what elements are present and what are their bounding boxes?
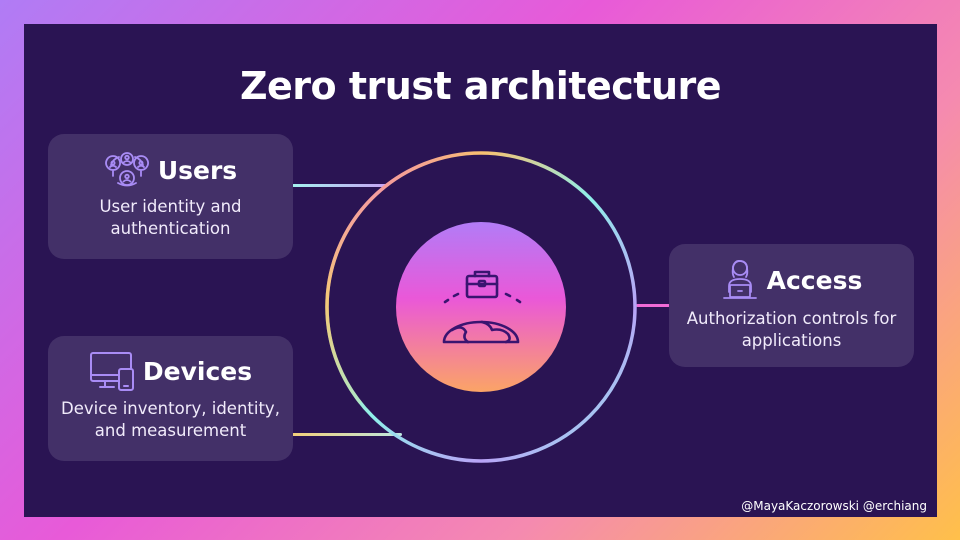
person-laptop-icon — [721, 258, 759, 302]
diagram-graphic — [292, 151, 670, 463]
briefcase-globe-icon — [442, 270, 522, 344]
access-card-description: Authorization controls for applications — [686, 309, 897, 350]
devices-card-description: Device inventory, identity, and measurem… — [61, 399, 280, 440]
devices-card-header: Devices — [48, 350, 293, 392]
access-card-title: Access — [766, 265, 863, 295]
slide: Zero trust architecture — [24, 24, 937, 517]
users-connector — [292, 184, 388, 187]
users-card-header: Users — [48, 150, 293, 190]
devices-icon — [89, 350, 135, 392]
credit-text: @MayaKaczorowski @erchiang — [741, 499, 927, 513]
access-card-header: Access — [669, 258, 914, 302]
user-network-icon — [104, 150, 150, 190]
devices-card: Devices Device inventory, identity, and … — [48, 336, 293, 461]
center-orb — [396, 222, 566, 392]
users-card-title: Users — [157, 155, 238, 185]
access-card: Access Authorization controls for applic… — [669, 244, 914, 367]
page-title: Zero trust architecture — [239, 64, 722, 108]
access-connector — [636, 304, 670, 307]
devices-card-title: Devices — [142, 356, 253, 386]
users-card-description: User identity and authentication — [99, 197, 242, 238]
devices-connector — [292, 433, 402, 436]
users-card: Users User identity and authentication — [48, 134, 293, 259]
